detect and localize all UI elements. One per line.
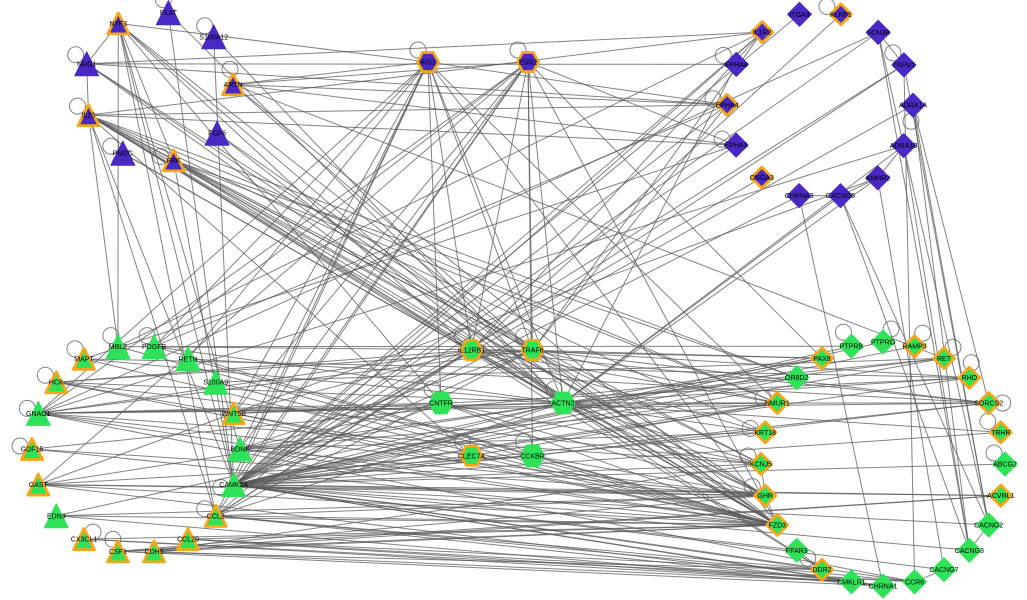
svg-text:PNOC: PNOC bbox=[113, 151, 133, 158]
svg-text:GHR: GHR bbox=[757, 493, 773, 500]
svg-text:CCL2: CCL2 bbox=[207, 513, 225, 520]
svg-text:WNT5B: WNT5B bbox=[221, 411, 246, 418]
svg-text:CCL20: CCL20 bbox=[177, 537, 199, 544]
svg-text:RETN: RETN bbox=[178, 356, 197, 363]
svg-text:CDH5: CDH5 bbox=[145, 549, 164, 556]
svg-text:HCK: HCK bbox=[49, 380, 64, 387]
svg-text:MBL2: MBL2 bbox=[109, 344, 127, 351]
svg-text:IL20: IL20 bbox=[82, 113, 96, 120]
svg-text:BDNF: BDNF bbox=[230, 447, 249, 454]
svg-text:ADRA1B: ADRA1B bbox=[890, 143, 918, 150]
svg-text:FRK: FRK bbox=[167, 158, 181, 165]
svg-text:PAX8: PAX8 bbox=[813, 356, 830, 363]
svg-text:CCKBR: CCKBR bbox=[520, 453, 545, 460]
svg-text:CNGA3: CNGA3 bbox=[750, 175, 774, 182]
svg-text:KRT18: KRT18 bbox=[754, 430, 776, 437]
svg-text:ESR2: ESR2 bbox=[519, 60, 537, 67]
svg-text:OR8D2: OR8D2 bbox=[785, 375, 808, 382]
svg-text:CSF1: CSF1 bbox=[109, 549, 127, 556]
svg-text:S100A9: S100A9 bbox=[203, 380, 228, 387]
svg-text:CCR6: CCR6 bbox=[905, 579, 924, 586]
svg-text:TRPV1: TRPV1 bbox=[893, 62, 916, 69]
svg-text:DDR2: DDR2 bbox=[812, 567, 831, 574]
svg-text:PLAT: PLAT bbox=[160, 10, 178, 17]
svg-text:PDGFB: PDGFB bbox=[142, 344, 166, 351]
svg-text:CACNG7: CACNG7 bbox=[929, 567, 958, 574]
svg-text:CNTFR: CNTFR bbox=[429, 401, 453, 408]
svg-text:GAST: GAST bbox=[29, 482, 49, 489]
svg-text:S100A12: S100A12 bbox=[199, 34, 228, 41]
svg-text:KCNJ5: KCNJ5 bbox=[750, 462, 772, 469]
svg-text:SCN3B: SCN3B bbox=[867, 30, 891, 37]
svg-text:IL1R2: IL1R2 bbox=[753, 30, 772, 37]
svg-text:CX3CL1: CX3CL1 bbox=[71, 537, 98, 544]
svg-text:CACNG5: CACNG5 bbox=[826, 193, 855, 200]
svg-text:CHRNA1: CHRNA1 bbox=[869, 584, 898, 591]
svg-text:EPHA4: EPHA4 bbox=[716, 102, 739, 109]
svg-text:NTF3: NTF3 bbox=[110, 21, 128, 28]
svg-text:IL12RB1: IL12RB1 bbox=[458, 348, 485, 355]
svg-text:EDN3: EDN3 bbox=[47, 513, 66, 520]
svg-text:GNAO1: GNAO1 bbox=[26, 411, 51, 418]
svg-text:CMKLR1: CMKLR1 bbox=[837, 579, 866, 586]
svg-text:ACVRL1: ACVRL1 bbox=[987, 493, 1014, 500]
svg-text:CHRNA3: CHRNA3 bbox=[785, 193, 814, 200]
svg-text:ABCG2: ABCG2 bbox=[993, 462, 1017, 469]
svg-text:CACNG3: CACNG3 bbox=[955, 548, 984, 555]
svg-text:AMHR2: AMHR2 bbox=[866, 175, 891, 182]
svg-text:ACTN2: ACTN2 bbox=[552, 401, 575, 408]
svg-text:EPHA8: EPHA8 bbox=[725, 62, 748, 69]
svg-text:ITGA8: ITGA8 bbox=[789, 12, 809, 19]
svg-text:EPHA3: EPHA3 bbox=[725, 143, 748, 150]
svg-text:PTPRO: PTPRO bbox=[871, 340, 896, 347]
svg-text:NRG1: NRG1 bbox=[77, 61, 97, 68]
svg-text:GDF15: GDF15 bbox=[21, 447, 44, 454]
svg-text:CLEC7A: CLEC7A bbox=[458, 453, 486, 460]
svg-text:FZD3: FZD3 bbox=[769, 523, 787, 530]
svg-text:IRS1: IRS1 bbox=[420, 60, 436, 67]
svg-text:TRHR: TRHR bbox=[991, 430, 1010, 437]
svg-text:RET: RET bbox=[937, 356, 952, 363]
svg-text:ADRA1A: ADRA1A bbox=[899, 103, 927, 110]
svg-text:RAMP3: RAMP3 bbox=[903, 344, 927, 351]
svg-text:ARTN: ARTN bbox=[224, 82, 243, 89]
svg-text:CAMK2A: CAMK2A bbox=[219, 482, 248, 489]
svg-text:NMUR1: NMUR1 bbox=[765, 401, 790, 408]
svg-text:FFAR3: FFAR3 bbox=[786, 548, 808, 555]
svg-text:CACNG2: CACNG2 bbox=[974, 523, 1003, 530]
svg-text:KLRF1: KLRF1 bbox=[830, 12, 852, 19]
svg-text:PTPRB: PTPRB bbox=[840, 344, 864, 351]
svg-text:SORCS2: SORCS2 bbox=[974, 401, 1003, 408]
svg-text:MAPT: MAPT bbox=[74, 356, 94, 363]
svg-text:RHO: RHO bbox=[962, 375, 978, 382]
svg-text:TRAF6: TRAF6 bbox=[521, 348, 543, 355]
svg-text:FGF6: FGF6 bbox=[208, 131, 226, 138]
